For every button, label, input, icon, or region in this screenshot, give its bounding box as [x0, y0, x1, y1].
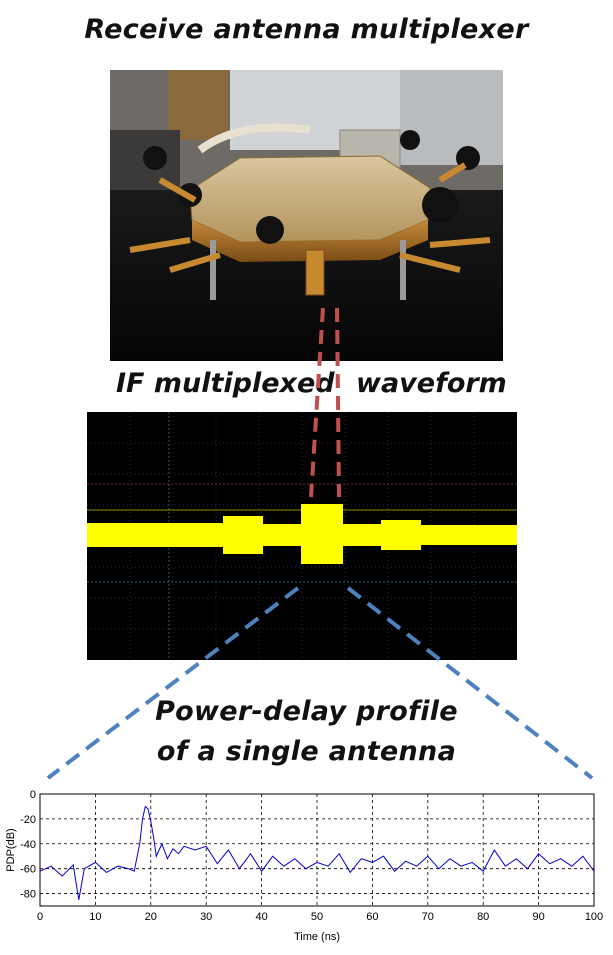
pdp-trace: [39, 805, 595, 900]
waveform-title-right: waveform: [356, 368, 507, 399]
multiplexer-title: Receive antenna multiplexer: [84, 14, 529, 45]
pdp-x-tick-label: 80: [477, 911, 489, 923]
pdp-y-ticks: 0 -20 -40 -60 -80: [20, 789, 36, 901]
pdp-y-tick-label: -80: [20, 889, 36, 901]
red-dashed-connector-left: [309, 307, 325, 498]
pdp-title-line1: Power-delay profile: [155, 696, 458, 727]
red-dashed-connector-right: [335, 307, 341, 498]
pdp-x-tick-label: 20: [145, 911, 157, 923]
blue-dashed-connector-right: [346, 586, 594, 780]
pdp-title-line2: of a single antenna: [156, 736, 457, 767]
pdp-x-tick-label: 60: [366, 911, 378, 923]
oscilloscope-display: [87, 412, 517, 660]
pdp-y-tick-label: -20: [20, 814, 36, 826]
if-multiplexed-waveform: [87, 504, 517, 564]
pdp-chart: 0 10 20 30 40 50 60 70 80 90 100 0 -20 -40 -60 -80 Tim…: [5, 789, 603, 943]
pdp-y-tick-label: -40: [20, 839, 36, 851]
pdp-x-tick-label: 70: [422, 911, 434, 923]
pdp-x-tick-label: 0: [37, 911, 43, 923]
pdp-x-tick-label: 50: [311, 911, 323, 923]
blue-dashed-connector-left: [46, 586, 300, 780]
pdp-x-tick-label: 90: [532, 911, 544, 923]
pdp-x-tick-label: 10: [89, 911, 101, 923]
waveform-title-left: IF multiplexed: [116, 368, 335, 399]
pdp-x-tick-label: 100: [585, 911, 603, 923]
pdp-y-tick-label: -60: [20, 864, 36, 876]
pdp-y-tick-label: 0: [30, 789, 36, 801]
multiplexer-photo: [110, 70, 503, 361]
pdp-x-tick-label: 30: [200, 911, 212, 923]
pdp-grid: [40, 793, 594, 906]
pdp-y-axis-label: PDP(dB): [5, 828, 17, 871]
pdp-x-ticks: 0 10 20 30 40 50 60 70 80 90 100: [37, 911, 603, 923]
pdp-x-tick-label: 40: [255, 911, 267, 923]
pdp-x-axis-label: Time (ns): [294, 931, 340, 943]
